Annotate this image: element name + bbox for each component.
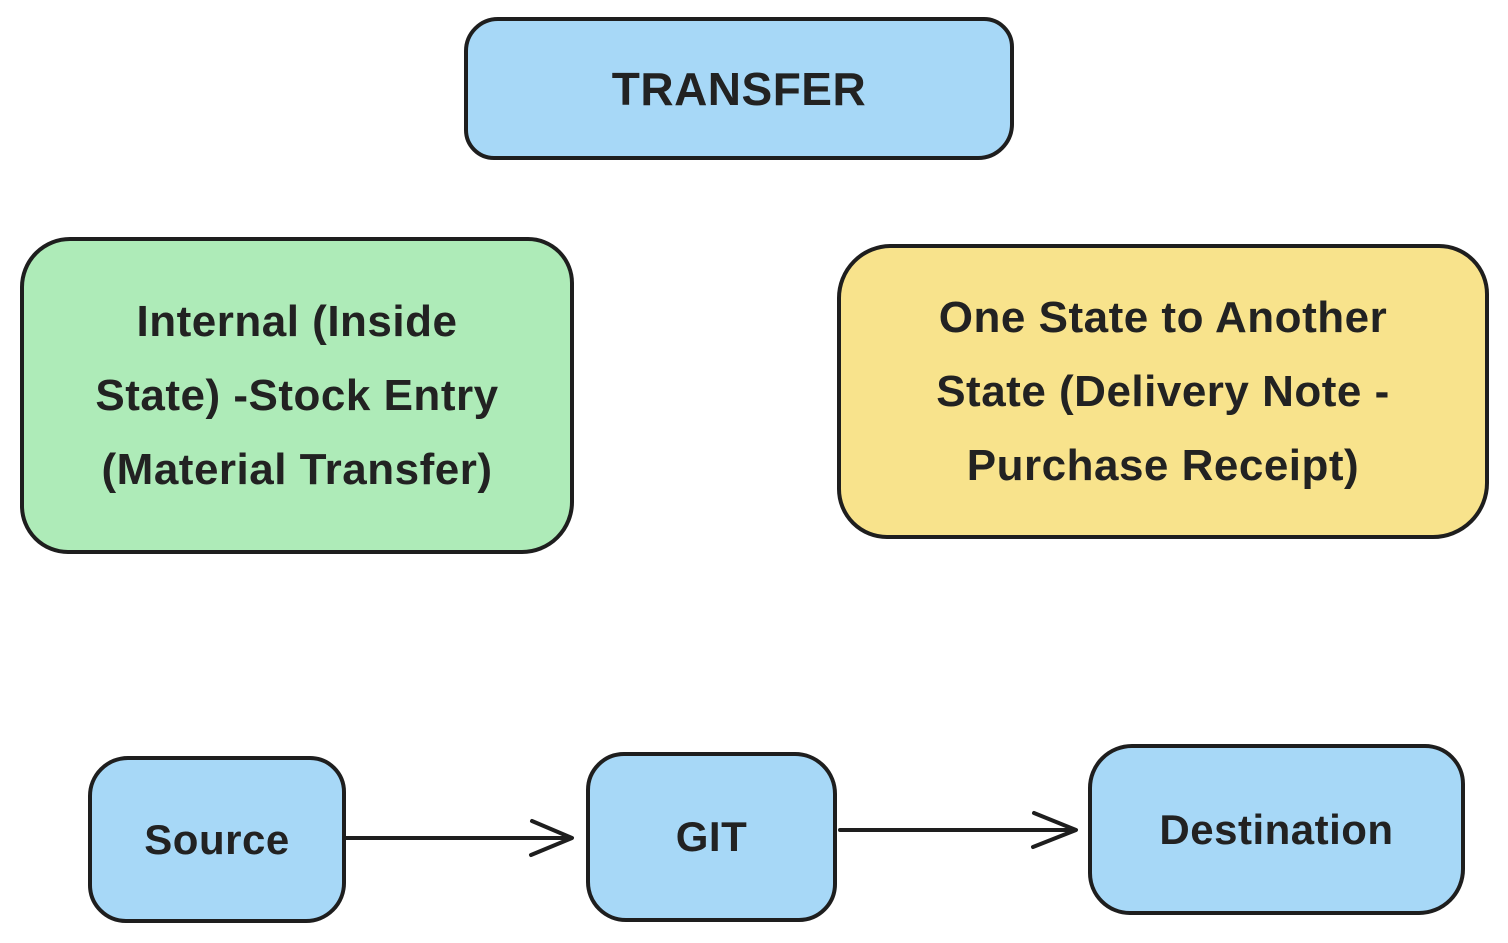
- node-git-label: GIT: [675, 813, 748, 860]
- node-git: GIT: [586, 752, 837, 922]
- arrow-source-to-git-icon: [344, 819, 574, 857]
- node-one-state-to-another: One State to Another State (Delivery Not…: [837, 244, 1489, 539]
- label-line: State (Delivery Note -: [936, 366, 1390, 416]
- node-internal-transfer: Internal (Inside State) -Stock Entry (Ma…: [20, 237, 574, 554]
- arrow-git-to-destination-icon: [838, 811, 1078, 849]
- label-line: (Material Transfer): [101, 444, 493, 494]
- label-line: Purchase Receipt): [966, 440, 1360, 490]
- node-internal-label: Internal (Inside State) -Stock Entry (Ma…: [24, 285, 570, 507]
- label-line: Internal (Inside: [136, 296, 458, 346]
- node-source: Source: [88, 756, 346, 923]
- label-line: One State to Another: [938, 292, 1388, 342]
- node-transfer-label: TRANSFER: [611, 62, 867, 115]
- node-transfer: TRANSFER: [464, 17, 1014, 160]
- node-destination-label: Destination: [1159, 805, 1394, 853]
- node-source-label: Source: [144, 815, 290, 863]
- node-one-state-label: One State to Another State (Delivery Not…: [841, 281, 1485, 503]
- label-line: State) -Stock Entry: [95, 370, 499, 420]
- node-destination: Destination: [1088, 744, 1465, 915]
